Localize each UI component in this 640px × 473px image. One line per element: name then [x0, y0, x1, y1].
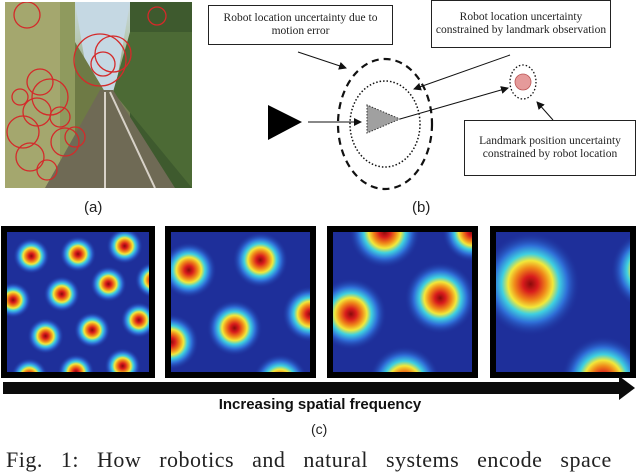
constrained-uncertainty-ellipse: [349, 80, 421, 168]
robot-estimate-icon: [366, 104, 402, 134]
railway-scene-image: [5, 2, 192, 188]
heatmap-4: [490, 226, 636, 378]
callout-landmark-position: Landmark position uncertainty constraine…: [464, 120, 636, 176]
landmark-icon: [514, 73, 532, 91]
heatmap-3: [327, 226, 478, 378]
callout-motion-error: Robot location uncertainty due to motion…: [208, 5, 393, 45]
spatial-frequency-arrow: [3, 382, 621, 394]
panel-a-photo: [5, 2, 192, 188]
panel-b-label: (b): [412, 199, 431, 216]
motion-uncertainty-ellipse: [336, 57, 434, 191]
arrowhead-icon: [619, 376, 635, 400]
heatmap-1: [1, 226, 155, 378]
panel-a-label: (a): [84, 199, 103, 216]
figure-caption: Fig. 1: How robotics and natural systems…: [6, 447, 612, 472]
panel-c-label: (c): [311, 421, 328, 437]
slam-uncertainty-diagram: [268, 51, 554, 191]
spatial-frequency-label: Increasing spatial frequency: [218, 396, 422, 413]
callout-landmark-observation: Robot location uncertainty constrained b…: [431, 0, 611, 48]
heatmap-2: [165, 226, 316, 378]
robot-start-icon: [268, 105, 302, 140]
landmark-uncertainty-ellipse: [509, 64, 537, 100]
